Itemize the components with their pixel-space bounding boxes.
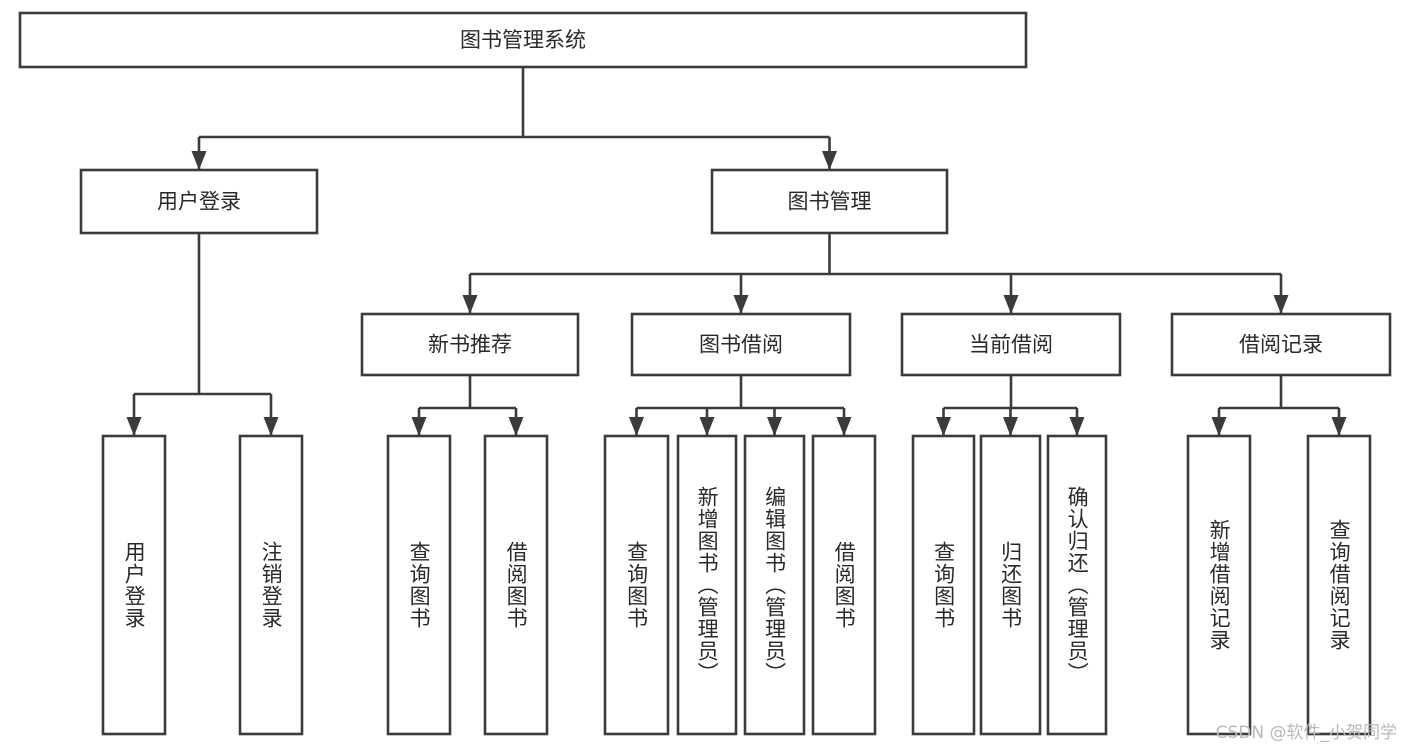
node-root-label: 图书管理系统 [460,28,586,52]
borrow-leaves-arrow-3 [836,417,852,436]
books-to-level2-arrow-1 [733,295,749,314]
record-leaves-arrow-0 [1211,417,1227,436]
node-level2-label-2: 当前借阅 [969,333,1053,357]
leaf-box-3[interactable] [483,434,549,736]
leaf-box-12[interactable] [1306,434,1372,736]
leaf-box-5[interactable] [676,434,738,736]
node-level1-label-0: 用户登录 [157,190,241,214]
current-leaves-arrow-0 [936,417,951,436]
node-box-layer [18,11,1392,736]
node-level1-box-1[interactable] [710,168,949,235]
borrow-leaves-arrow-0 [629,417,644,436]
node-level2-label-0: 新书推荐 [428,333,512,357]
books-to-level2-arrow-3 [1273,295,1289,314]
record-leaves-arrow-1 [1331,417,1347,436]
leaf-box-4[interactable] [603,434,670,736]
leaf-box-0[interactable] [101,434,167,736]
recommend-leaves-arrow-0 [411,417,427,436]
leaf-box-10[interactable] [1046,434,1108,736]
node-level2-label-1: 图书借阅 [699,333,783,357]
node-root-box[interactable] [18,11,1028,69]
borrow-leaves-arrow-2 [767,417,782,436]
node-level1-box-0[interactable] [79,168,319,235]
csdn-watermark: CSDN @软件_小贺同学 [1215,723,1397,743]
node-level2-box-0[interactable] [360,312,580,377]
node-level2-box-2[interactable] [900,312,1122,377]
books-to-level2-arrow-0 [462,295,478,314]
leaf-box-8[interactable] [911,434,976,736]
leaf-box-1[interactable] [238,434,304,736]
node-level1-label-1: 图书管理 [788,190,872,214]
leaf-box-2[interactable] [386,434,452,736]
books-to-level2-arrow-2 [1003,295,1019,314]
leaf-box-6[interactable] [743,434,806,736]
node-level2-box-1[interactable] [630,312,852,377]
root-to-level1-arrow-1 [822,151,837,170]
node-level2-label-3: 借阅记录 [1239,333,1323,357]
connector-layer [126,67,1347,436]
leaf-box-7[interactable] [811,434,877,736]
login-leaves-arrow-0 [126,417,142,436]
recommend-leaves-arrow-1 [508,417,524,436]
login-leaves-arrow-1 [263,417,279,436]
node-level2-box-3[interactable] [1170,312,1392,377]
current-leaves-arrow-2 [1069,417,1085,436]
current-leaves-arrow-1 [1003,417,1018,436]
root-to-level1-arrow-0 [191,151,207,170]
leaf-box-11[interactable] [1186,434,1252,736]
borrow-leaves-arrow-1 [699,417,715,436]
leaf-box-9[interactable] [979,434,1042,736]
